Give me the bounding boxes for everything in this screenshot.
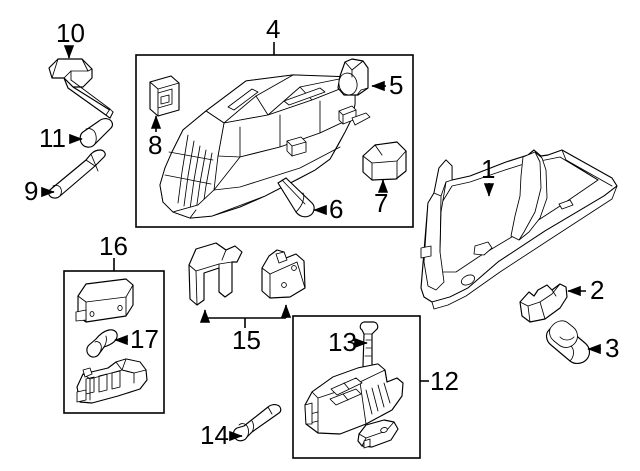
callout-1-text: 1 [481, 154, 495, 184]
part-7-trim-cap [362, 141, 407, 181]
callout-10-text: 10 [56, 18, 85, 48]
part-8-latch-bracket [149, 75, 180, 117]
callout-14: 14 [200, 420, 243, 450]
callout-5: 5 [371, 70, 403, 100]
callout-8: 8 [148, 115, 162, 160]
callout-1: 1 [481, 154, 495, 197]
part-17-bulb [86, 329, 118, 358]
part-2-latch-striker [519, 283, 568, 323]
part-16-lamp-housing [75, 278, 134, 323]
callout-4-text: 4 [266, 14, 280, 44]
part-1-glove-box-door [420, 149, 618, 310]
part-3-damper-cylinder [545, 320, 591, 365]
callout-11-text: 11 [39, 123, 66, 153]
part-15-bracket-right [261, 249, 306, 299]
callout-17-text: 17 [130, 324, 159, 354]
part-15-leader [199, 304, 292, 328]
callout-12: 12 [430, 366, 459, 396]
callout-16: 16 [99, 231, 128, 261]
callout-9: 9 [24, 176, 55, 206]
callout-7-text: 7 [374, 188, 388, 218]
part-9-long-pin [48, 149, 106, 199]
part-11-short-pin [79, 118, 113, 148]
callout-8-text: 8 [148, 130, 162, 160]
part-12-cover-plate [357, 419, 399, 449]
callout-12-text: 12 [430, 366, 459, 396]
callout-11: 11 [39, 123, 83, 153]
callout-15: 15 [232, 325, 261, 355]
part-6-bolt [277, 177, 315, 218]
callout-7: 7 [374, 179, 388, 218]
callout-15-text: 15 [232, 325, 261, 355]
callout-3-text: 3 [605, 333, 619, 363]
callout-10: 10 [56, 18, 85, 59]
callout-6-text: 6 [329, 194, 343, 224]
part-12-module [304, 363, 404, 435]
callout-13-text: 13 [328, 327, 357, 357]
part-5-lock-cylinder [337, 58, 369, 96]
part-10-release-handle [48, 58, 114, 119]
group-box-4 [135, 42, 414, 228]
callout-17: 17 [114, 324, 159, 354]
group-box-12 [292, 315, 429, 459]
callout-2: 2 [567, 275, 604, 305]
callout-5-text: 5 [389, 70, 403, 100]
callout-2-text: 2 [590, 275, 604, 305]
callout-6: 6 [313, 194, 343, 224]
callout-16-text: 16 [99, 231, 128, 261]
part-15-bracket-left [188, 242, 243, 306]
part-13-screw [359, 321, 379, 372]
callout-13: 13 [328, 327, 368, 357]
callout-14-text: 14 [200, 420, 229, 450]
callout-3: 3 [587, 333, 619, 363]
callout-4: 4 [266, 14, 280, 44]
group-box-16 [63, 258, 165, 414]
part-16-lamp-assembly [76, 358, 148, 404]
callout-9-text: 9 [24, 176, 38, 206]
